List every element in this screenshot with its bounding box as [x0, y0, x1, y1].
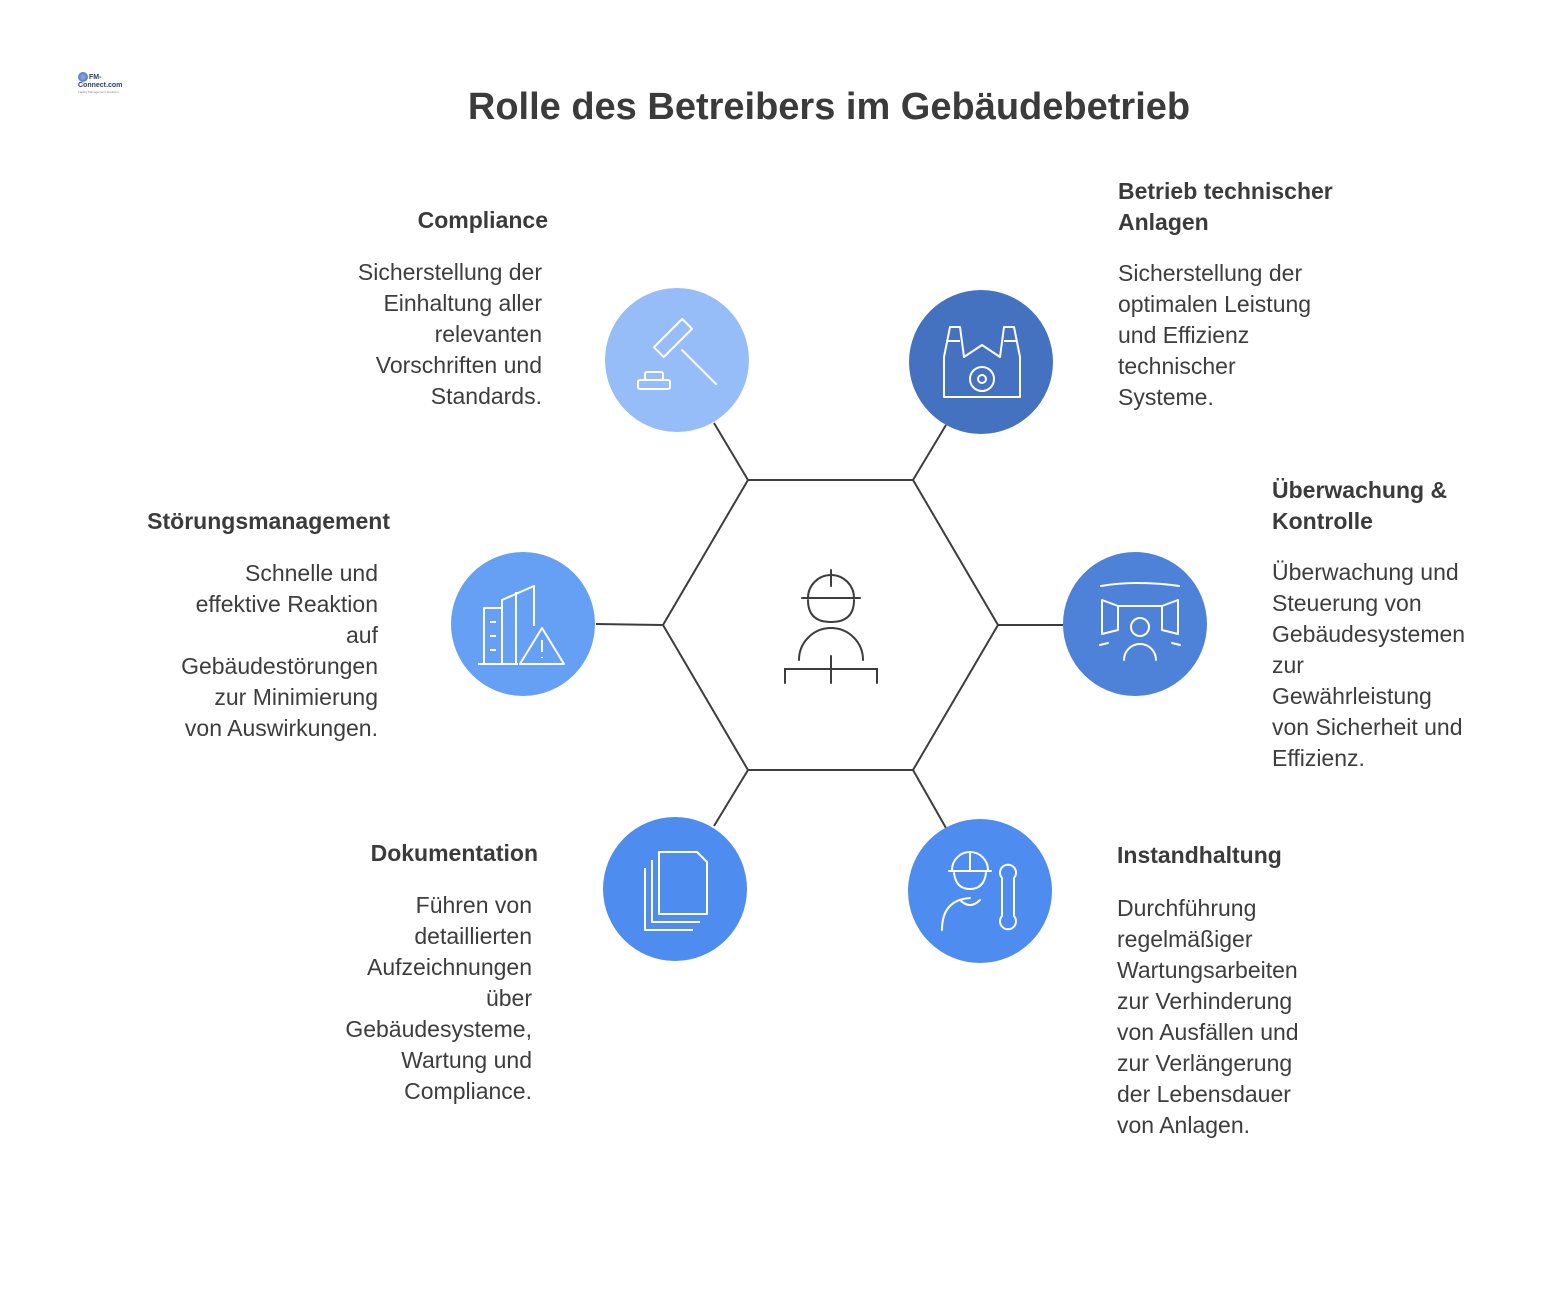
instandhaltung-block: Instandhaltung Durchführung regelmäßiger… [1117, 840, 1417, 1141]
betrieb-block: Betrieb technischer Anlagen Sicherstellu… [1118, 176, 1418, 413]
dokumentation-title: Dokumentation [370, 840, 538, 866]
compliance-desc-block: Sicherstellung der Einhaltung aller rele… [200, 257, 542, 412]
operator-hardhat-icon [784, 569, 878, 684]
instandhaltung-title: Instandhaltung [1117, 842, 1282, 868]
dokumentation-block: Dokumentation [240, 838, 538, 869]
gavel-icon [637, 317, 717, 390]
connector-stoerung [595, 623, 664, 626]
technician-wrench-icon [941, 851, 1017, 931]
logo-text: FM-Connect.com [78, 73, 123, 89]
stoerung-title: Störungsmanagement [147, 508, 390, 534]
stoerung-text: Schnelle und effektive Reaktion auf Gebä… [181, 560, 378, 741]
betrieb-text: Sicherstellung der optimalen Leistung un… [1118, 260, 1312, 410]
logo-tagline: Facility Management Solutions [78, 90, 119, 94]
compliance-title: Compliance [417, 207, 548, 233]
dokumentation-text: Führen von detaillierten Aufzeichnungen … [345, 892, 532, 1104]
connector-instandhaltung [912, 769, 947, 829]
connector-betrieb [912, 424, 947, 481]
compliance-text: Sicherstellung der Einhaltung aller rele… [357, 259, 542, 409]
ueberwachung-block: Überwachung & Kontrolle Überwachung und … [1272, 475, 1542, 774]
ueberwachung-text: Überwachung und Steuerung von Gebäudesys… [1272, 559, 1466, 771]
instandhaltung-circle [908, 819, 1052, 963]
documents-icon [644, 851, 708, 931]
connector-lines [595, 422, 1063, 829]
brand-logo: FM-Connect.com Facility Management Solut… [78, 72, 138, 94]
ueberwachung-circle [1063, 552, 1207, 696]
connector-compliance [713, 422, 749, 481]
instandhaltung-text: Durchführung regelmäßiger Wartungsarbeit… [1117, 895, 1299, 1138]
monitoring-icon [1099, 582, 1181, 661]
building-warning-icon [478, 585, 565, 665]
dokumentation-circle [603, 817, 747, 961]
betrieb-title: Betrieb technischer Anlagen [1118, 178, 1333, 235]
stoerung-desc-block: Schnelle und effektive Reaktion auf Gebä… [60, 558, 378, 744]
compliance-block: Compliance [200, 205, 548, 236]
stoerung-circle [451, 552, 595, 696]
center-hexagon [661, 479, 1000, 771]
factory-gear-icon [943, 326, 1021, 398]
stoerung-block: Störungsmanagement [60, 506, 390, 537]
connector-dokumentation [713, 769, 749, 827]
dokumentation-desc-block: Führen von detaillierten Aufzeichnungen … [240, 890, 532, 1107]
logo-mark-icon [78, 72, 88, 82]
compliance-circle [605, 288, 749, 432]
betrieb-circle [909, 290, 1053, 434]
ueberwachung-title: Überwachung & Kontrolle [1272, 477, 1448, 534]
page-title: Rolle des Betreibers im Gebäudebetrieb [467, 86, 1191, 128]
